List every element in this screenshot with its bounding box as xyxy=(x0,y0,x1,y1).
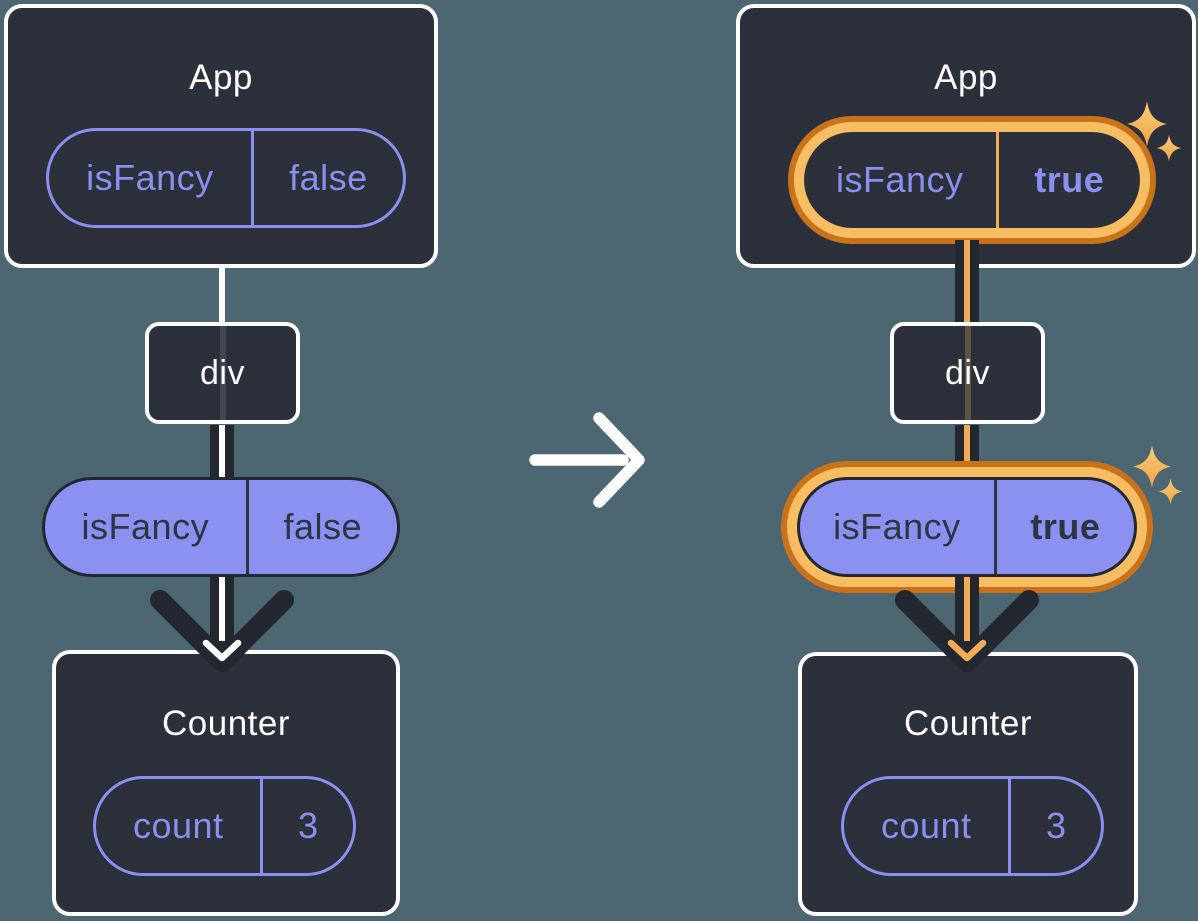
connector-line-behind xyxy=(964,326,971,420)
sparkle-icon xyxy=(1133,445,1171,488)
prop-name-cell: isFancy xyxy=(81,506,210,547)
passed-prop-pill: isFancy false xyxy=(42,477,400,577)
pill-divider xyxy=(260,779,264,873)
passed-prop-pill-highlighted: isFancy true xyxy=(797,477,1137,577)
dom-node-div: div xyxy=(890,322,1045,424)
state-pill-counter: count 3 xyxy=(93,776,356,876)
dom-node-div: div xyxy=(145,322,300,424)
prop-pill-app-highlighted: isFancy true xyxy=(804,132,1140,228)
down-arrow-icon xyxy=(895,577,1039,672)
connector-core xyxy=(964,240,970,326)
prop-name-cell: isFancy xyxy=(86,157,214,198)
component-title: Counter xyxy=(903,704,1033,743)
prop-value-cell: true xyxy=(1034,159,1105,200)
state-value-cell: 3 xyxy=(1045,805,1067,846)
pill-divider xyxy=(1008,779,1012,873)
component-node-counter: Counter count 3 xyxy=(798,652,1138,916)
state-pill-counter: count 3 xyxy=(841,776,1104,876)
connector-line xyxy=(219,266,225,324)
pill-divider xyxy=(993,480,997,574)
component-node-app: App isFancy true xyxy=(736,4,1196,268)
component-node-app: App isFancy false xyxy=(4,4,438,268)
prop-value-cell: true xyxy=(1030,506,1101,547)
pill-divider xyxy=(245,480,249,574)
pill-divider xyxy=(250,131,254,225)
dom-node-label: div xyxy=(945,353,990,392)
sparkle-icon xyxy=(1127,101,1167,147)
component-title: Counter xyxy=(161,704,291,743)
state-value-cell: 3 xyxy=(297,805,319,846)
prop-name-cell: isFancy xyxy=(835,159,964,200)
prop-pill-app: isFancy false xyxy=(46,128,406,228)
state-name-cell: count xyxy=(880,805,972,846)
right-arrow-icon xyxy=(529,412,645,508)
component-title: App xyxy=(189,58,253,97)
prop-value-cell: false xyxy=(289,157,368,198)
component-title: App xyxy=(934,58,998,97)
prop-name-cell: isFancy xyxy=(833,506,961,547)
sparkle-icon xyxy=(1158,478,1183,505)
prop-value-cell: false xyxy=(283,506,363,547)
connector-core xyxy=(964,425,970,480)
state-name-cell: count xyxy=(132,805,224,846)
connector-line-behind xyxy=(219,326,226,420)
component-node-counter: Counter count 3 xyxy=(52,650,400,916)
dom-node-label: div xyxy=(200,353,245,392)
down-arrow-icon xyxy=(150,577,294,672)
connector-core xyxy=(219,425,225,480)
pill-divider xyxy=(995,132,999,228)
sparkle-icon xyxy=(1156,134,1182,162)
